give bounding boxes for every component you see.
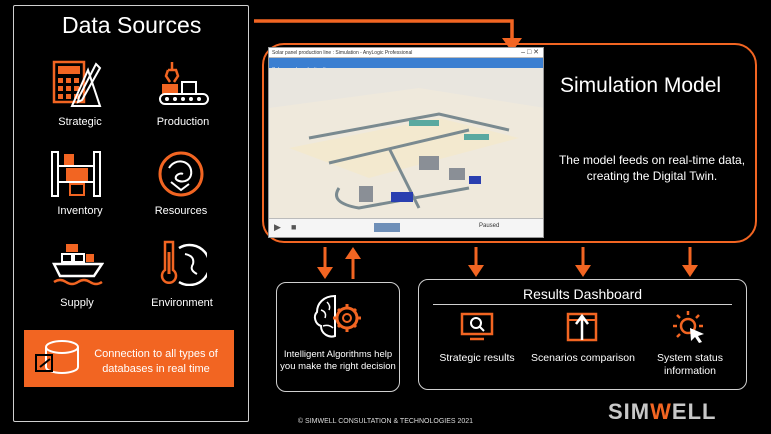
calculator-ruler-icon [52, 60, 102, 107]
window-controls[interactable]: – □ ✕ [521, 49, 539, 56]
simulation-model-box [262, 43, 757, 243]
monitor-search-icon [460, 312, 494, 341]
source-label-supply: Supply [60, 297, 94, 309]
simulation-model-description: The model feeds on real-time data, creat… [558, 153, 746, 183]
intelligent-algorithms-box [276, 282, 400, 392]
data-sources-title: Data Sources [62, 12, 202, 38]
conveyor-robot-icon [159, 62, 209, 105]
simwell-logo: SIMWELL [608, 399, 717, 424]
copyright-text: © SIMWELL CONSULTATION & TECHNOLOGIES 20… [297, 418, 474, 425]
database-link-icon [35, 340, 79, 374]
speed-indicator[interactable] [374, 223, 400, 232]
stop-icon[interactable]: ■ [291, 222, 297, 232]
factory-3d-view[interactable] [269, 68, 544, 221]
source-label-strategic: Strategic [58, 116, 102, 128]
data-flow-arrow [254, 19, 522, 52]
window-title-bar: Solar panel production line : Simulation… [269, 48, 543, 58]
results-dashboard-box [418, 279, 747, 390]
results-divider [433, 304, 732, 305]
sim-status-text: Paused [479, 223, 500, 229]
thermometer-globe-icon [160, 240, 207, 286]
brain-gear-icon [313, 294, 361, 338]
source-label-resources: Resources [154, 205, 208, 217]
result-label-strategic: Strategic results [439, 352, 515, 364]
database-connection-text: Connection to all types of databases in … [94, 348, 218, 375]
window-arrow-up-icon [566, 312, 598, 342]
warehouse-shelves-icon [51, 151, 101, 197]
intelligent-algorithms-text: Intelligent Algorithms help you make the… [280, 349, 396, 372]
playback-bar: ▶ ■ Paused [269, 218, 543, 237]
result-label-system-status: System status information [657, 352, 723, 377]
play-icon[interactable]: ▶ [274, 222, 281, 232]
simulation-screenshot: Solar panel production line : Simulation… [268, 47, 544, 238]
sun-cursor-icon [673, 311, 704, 343]
model-toolbar: Solar panel production line [269, 58, 543, 73]
cargo-ship-icon [52, 244, 104, 286]
result-label-scenarios: Scenarios comparison [531, 352, 635, 364]
data-sources-panel [13, 5, 249, 422]
database-connection-box [24, 330, 234, 387]
source-label-inventory: Inventory [57, 205, 103, 217]
source-label-environment: Environment [151, 297, 213, 309]
simulation-model-title: Simulation Model [560, 74, 722, 97]
source-label-production: Production [156, 116, 210, 128]
flow-arrows [317, 247, 698, 279]
leaf-globe-icon [158, 151, 204, 197]
results-dashboard-title: Results Dashboard [522, 286, 643, 302]
